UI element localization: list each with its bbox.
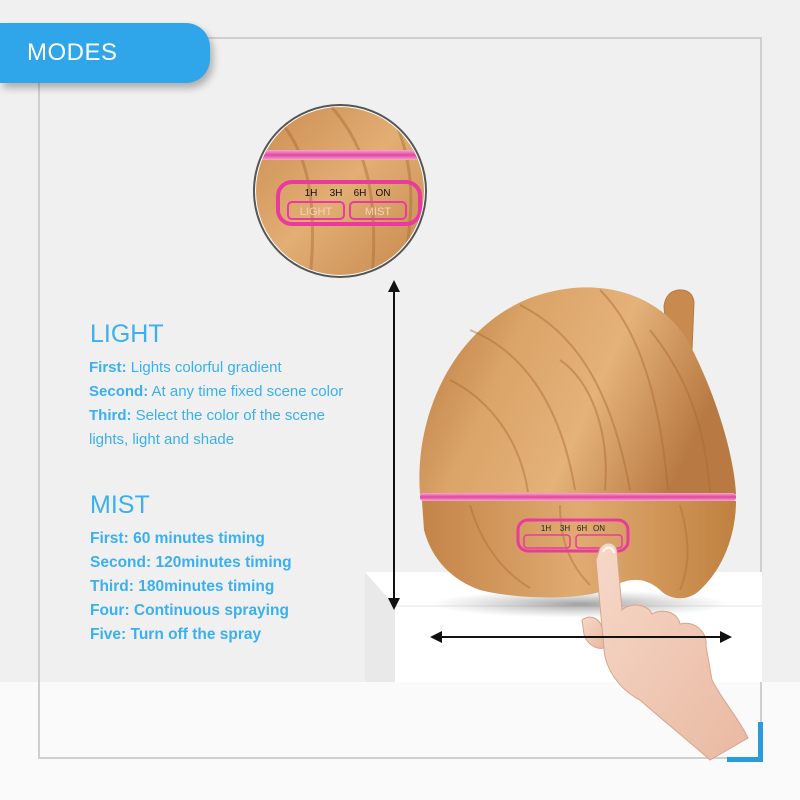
timer-label: ON	[593, 524, 605, 533]
timer-label: 3H	[330, 188, 343, 199]
timer-label: ON	[376, 188, 391, 199]
mist-mode-line: Third: 180minutes timing	[90, 578, 275, 595]
light-mode-line: Third: Select the color of the scene	[89, 407, 325, 424]
light-mode-line: First: Lights colorful gradient	[89, 359, 282, 376]
mist-mode-line: Four: Continuous spraying	[90, 602, 289, 619]
mist-mode-line: Second: 120minutes timing	[90, 554, 292, 571]
diffuser-dome	[419, 287, 736, 494]
frame-corner-accent	[758, 722, 763, 762]
mist-section-title: MIST	[90, 491, 150, 519]
led-ring	[420, 493, 736, 501]
light-mode-label: Second	[89, 383, 144, 400]
width-dimension-arrow	[430, 631, 732, 643]
timer-label: 6H	[354, 188, 367, 199]
content-frame	[38, 37, 762, 759]
light-mode-text: Lights colorful gradient	[130, 359, 282, 376]
light-mode-continuation: lights, light and shade	[89, 431, 235, 448]
light-mode-text: Select the color of the scene	[135, 407, 325, 424]
mist-mode-line: Five: Turn off the spray	[90, 626, 262, 643]
light-mode-label: Third	[89, 407, 127, 424]
light-section-title: LIGHT	[90, 320, 164, 348]
control-panel-zoom: 1H 3H 6H ON LIGHT MIST	[253, 104, 427, 278]
light-mode-label: First	[89, 359, 122, 376]
frame-corner-accent	[727, 757, 763, 762]
mist-mode-line: First: 60 minutes timing	[90, 530, 265, 547]
timer-label: 3H	[560, 524, 570, 533]
base-control-panel: 1H 3H 6H ON	[516, 518, 630, 553]
height-dimension-arrow	[388, 280, 400, 610]
timer-label: 6H	[577, 524, 587, 533]
diffuser-shadow	[430, 590, 730, 618]
light-button-label: LIGHT	[300, 206, 333, 218]
light-mode-text: At any time fixed scene color	[151, 383, 344, 400]
hand-illustration	[581, 542, 749, 761]
timer-label: 1H	[305, 188, 318, 199]
wood-grain	[449, 289, 711, 493]
mist-button-label: MIST	[365, 206, 392, 218]
light-mode-line: Second: At any time fixed scene color	[89, 383, 344, 400]
modes-badge: MODES	[0, 23, 210, 83]
timer-label: 1H	[541, 524, 551, 533]
